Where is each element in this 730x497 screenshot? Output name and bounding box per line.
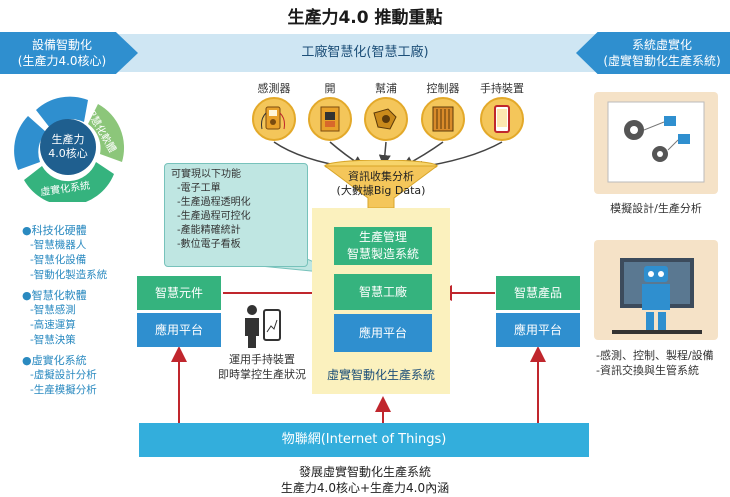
- banner-middle-label: 工廠智慧化(智慧工廠): [301, 45, 429, 60]
- robot-card: [594, 240, 718, 340]
- funnel-line1: 資訊收集分析: [348, 170, 414, 183]
- funnel-line2: (大數據Big Data): [336, 184, 426, 197]
- banner-right-line1: 系統虛實化: [631, 38, 692, 52]
- left-feature-list: ●科技化硬體 -智慧機器人 -智慧化設備 -智動化製造系統 ●智慧化軟體 -智慧…: [22, 222, 140, 398]
- handheld-caption-line2: 即時掌控生產狀況: [218, 368, 306, 381]
- cycle-center-line2: 4.0核心: [48, 147, 88, 160]
- device-label-switch: 開: [324, 82, 336, 95]
- handheld-caption: 運用手持裝置 即時掌控生產狀況: [212, 352, 312, 382]
- right-platform-box: 應用平台: [496, 313, 580, 347]
- cycle-center-line1: 生產力: [51, 133, 85, 146]
- list-head-system: ●虛實化系統: [22, 354, 87, 367]
- list-item: -生產模擬分析: [30, 384, 97, 396]
- person-tablet-icon: [245, 305, 281, 348]
- banner-left-line1: 設備智動化: [31, 38, 92, 52]
- callout-item: -產能精確統計: [177, 225, 241, 236]
- list-item: -智慧化設備: [30, 254, 87, 266]
- simulation-caption: 模擬設計/生產分析: [610, 202, 702, 215]
- simulation-diagram-icon: [607, 101, 705, 183]
- smart-component-box: 智慧元件: [137, 276, 221, 310]
- pump-icon: [364, 97, 408, 141]
- cycle-center: 生產力 4.0核心: [40, 133, 96, 161]
- banner-left-line2: (生產力4.0核心): [17, 54, 107, 68]
- list-item: -智慧決策: [30, 334, 76, 346]
- callout-item: -數位電子看板: [177, 239, 241, 250]
- list-head-software: ●智慧化軟體: [22, 289, 87, 302]
- center-platform-box: 應用平台: [334, 314, 432, 352]
- simulation-card: [594, 92, 718, 194]
- production-mgmt-line2: 智慧製造系統: [346, 247, 419, 261]
- left-platform-box: 應用平台: [137, 313, 221, 347]
- list-item: -智動化製造系統: [30, 269, 108, 281]
- features-callout: 可實現以下功能 -電子工單 -生產過程透明化 -生產過程可控化 -產能精確統計 …: [164, 163, 308, 267]
- callout-title: 可實現以下功能: [171, 169, 241, 180]
- list-item: -虛擬設計分析: [30, 369, 97, 381]
- list-head-hardware: ●科技化硬體: [22, 224, 87, 237]
- robot-icon: [612, 258, 702, 334]
- page-title: 生產力4.0 推動重點: [287, 8, 443, 28]
- production-mgmt-line1: 生產管理: [358, 230, 407, 244]
- controller-icon: [421, 97, 465, 141]
- funnel-icon: [323, 160, 439, 209]
- multimeter-icon: [252, 97, 296, 141]
- list-item: -高速運算: [30, 319, 76, 331]
- device-label-pump: 幫浦: [375, 82, 397, 95]
- footer-line2: 生產力4.0核心+生產力4.0內涵: [280, 481, 450, 495]
- robot-caption: -感測、控制、製程/設備 -資訊交換與生管系統: [596, 348, 730, 378]
- switch-icon: [308, 97, 352, 141]
- banner-left-arrow: 設備智動化 (生產力4.0核心): [0, 32, 138, 74]
- banner-right-line2: (虛實智動化生產系統): [603, 54, 721, 68]
- core-cycle-diagram: [14, 96, 125, 202]
- production-mgmt-box: 生產管理 智慧製造系統: [334, 227, 432, 265]
- robot-caption-line1: -感測、控制、製程/設備: [596, 349, 714, 362]
- handheld-icon: [480, 97, 524, 141]
- footer-line1: 發展虛實智動化生產系統: [298, 465, 431, 479]
- robot-caption-line2: -資訊交換與生管系統: [596, 364, 699, 377]
- device-label-handheld: 手持裝置: [480, 82, 524, 95]
- center-caption: 虛實智動化生產系統: [326, 368, 435, 382]
- funnel-label: 資訊收集分析 (大數據Big Data): [322, 170, 440, 198]
- device-label-sensor: 感測器: [257, 82, 291, 95]
- handheld-caption-line1: 運用手持裝置: [229, 353, 295, 366]
- smart-factory-box: 智慧工廠: [334, 274, 432, 310]
- banner-right-arrow: 系統虛實化 (虛實智動化生產系統): [576, 32, 730, 74]
- callout-item: -生產過程透明化: [177, 197, 251, 208]
- list-item: -智慧感測: [30, 304, 76, 316]
- device-label-controller: 控制器: [426, 82, 460, 95]
- banner-middle: 工廠智慧化(智慧工廠): [118, 34, 612, 72]
- smart-product-box: 智慧產品: [496, 276, 580, 310]
- list-item: -智慧機器人: [30, 239, 87, 251]
- callout-item: -生產過程可控化: [177, 211, 251, 222]
- iot-bar: 物聯網(Internet of Things): [139, 423, 589, 457]
- callout-item: -電子工單: [177, 183, 221, 194]
